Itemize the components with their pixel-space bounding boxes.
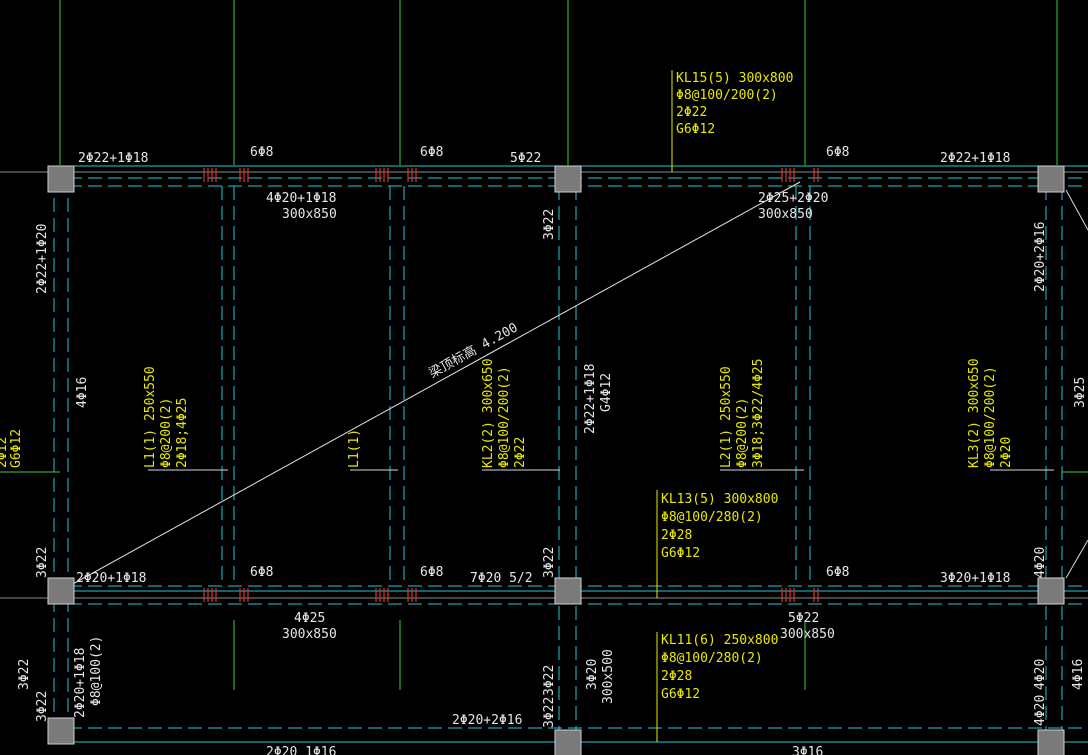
top-span1-rebar-label: 4Φ20+1Φ18 [266,191,336,206]
kl11-line-2: Φ8@100/280(2) [661,651,763,666]
kl3-label-2: Φ8@100/200(2) [983,366,998,468]
left-column-mid-label: 4Φ16 [75,377,90,408]
top-stirrup-label-1: 6Φ8 [250,145,273,160]
lower-right-label-a: 4Φ20 [1033,659,1048,690]
mid-column-label-b: G4Φ12 [599,373,614,412]
cut-off-label-left: 2Φ20 1Φ16 [266,745,336,755]
beam-edges-horizontal [48,165,1088,743]
lower-left-label-b: 3Φ22 [35,691,50,722]
top-stirrup-label-2: 6Φ8 [420,145,443,160]
left-column-bottom-label: 3Φ22 [35,547,50,578]
l2-label-1: L2(1) 250x550 [719,366,734,468]
columns [47,165,1065,755]
mid-stirrup-label-2: 6Φ8 [420,565,443,580]
kl11-line-1: KL11(6) 250x800 [661,633,778,648]
tick-lines [148,189,1088,579]
cut-off-label-right: 3Φ16 [792,745,823,755]
mid-column-bottom-label: 3Φ22 [542,547,557,578]
kl13-line-3: 2Φ28 [661,528,692,543]
mid-right-support-label: 3Φ20+1Φ18 [940,571,1010,586]
kl11-line-4: G6Φ12 [661,687,700,702]
kl13-line-2: Φ8@100/280(2) [661,510,763,525]
left-edge-label-b: G6Φ12 [9,429,24,468]
mid-mid-label: 7Φ20 5/2 [470,571,533,586]
kl2-label-3: 2Φ22 [513,437,528,468]
mid-span2-rebar-label: 5Φ22 [788,611,819,626]
right-column-top-label: 2Φ20+2Φ16 [1033,222,1048,292]
kl3-label-1: KL3(2) 300x650 [967,358,982,468]
lower-mid-label-a: 3Φ22 [542,665,557,696]
mid-span1-rebar-label: 4Φ25 [294,611,325,626]
axis-lines [0,0,1088,690]
top-span2-size-label: 300x850 [758,207,813,222]
lower-span-label: 2Φ20+2Φ16 [452,713,522,728]
top-mid-label: 5Φ22 [510,151,541,166]
lower-mid-label-c2: 300x500 [601,649,616,704]
mid-stirrup-label-1: 6Φ8 [250,565,273,580]
beam-edges-vertical [53,178,1063,742]
lower-mid-label-c1: 3Φ20 [585,659,600,690]
kl15-line-3: 2Φ22 [676,105,707,120]
mid-span2-size-label: 300x850 [780,627,835,642]
lower-left-label-c2: Φ8@100(2) [89,636,104,706]
kl15-line-2: Φ8@100/200(2) [676,88,778,103]
right-column-bottom-label: 4Φ20 [1033,547,1048,578]
l1-label-3: 2Φ18;4Φ25 [175,398,190,468]
lower-mid-label-b: 3Φ22 [542,697,557,728]
kl2-label-2: Φ8@100/200(2) [497,366,512,468]
left-column-top-label: 2Φ22+1Φ20 [35,224,50,294]
l1-label-1: L1(1) 250x550 [143,366,158,468]
kl13-line-4: G6Φ12 [661,546,700,561]
kl15-line-1: KL15(5) 300x800 [676,71,793,86]
kl3-label-3: 2Φ20 [999,437,1014,468]
left-edge-label-a: 2Φ12 [0,437,10,468]
mid-stirrup-label-3: 6Φ8 [826,565,849,580]
l2-label-2: Φ8@200(2) [735,398,750,468]
mid-span1-size-label: 300x850 [282,627,337,642]
l2-label-3: 3Φ18;3Φ22/4Φ25 [751,358,766,468]
right-edge-label: 3Φ25 [1073,377,1088,408]
stirrup-marks [203,168,819,602]
top-span2-rebar-label: 2Φ25+2Φ20 [758,191,828,206]
lower-right-label-c: 4Φ16 [1071,659,1086,690]
top-span1-size-label: 300x850 [282,207,337,222]
reference-lines [0,171,1088,599]
l1-short-label: L1(1) [347,429,362,468]
top-stirrup-label-3: 6Φ8 [826,145,849,160]
l1-label-2: Φ8@200(2) [159,398,174,468]
kl15-line-4: G6Φ12 [676,122,715,137]
lower-right-label-b: 4Φ20 [1033,695,1048,726]
lower-left-label-a: 3Φ22 [17,659,32,690]
top-right-support-label: 2Φ22+1Φ18 [940,151,1010,166]
lower-left-label-c1: 2Φ20+1Φ18 [73,648,88,718]
mid-left-support-label: 2Φ20+1Φ18 [76,571,146,586]
leader-lines [656,70,673,742]
slope-leader-line [61,181,801,591]
kl2-label-1: KL2(2) 300x650 [481,358,496,468]
top-left-support-label: 2Φ22+1Φ18 [78,151,148,166]
mid-column-label-a: 2Φ22+1Φ18 [583,364,598,434]
kl11-line-3: 2Φ28 [661,669,692,684]
kl13-line-1: KL13(5) 300x800 [661,492,778,507]
mid-column-top-label: 3Φ22 [542,209,557,240]
